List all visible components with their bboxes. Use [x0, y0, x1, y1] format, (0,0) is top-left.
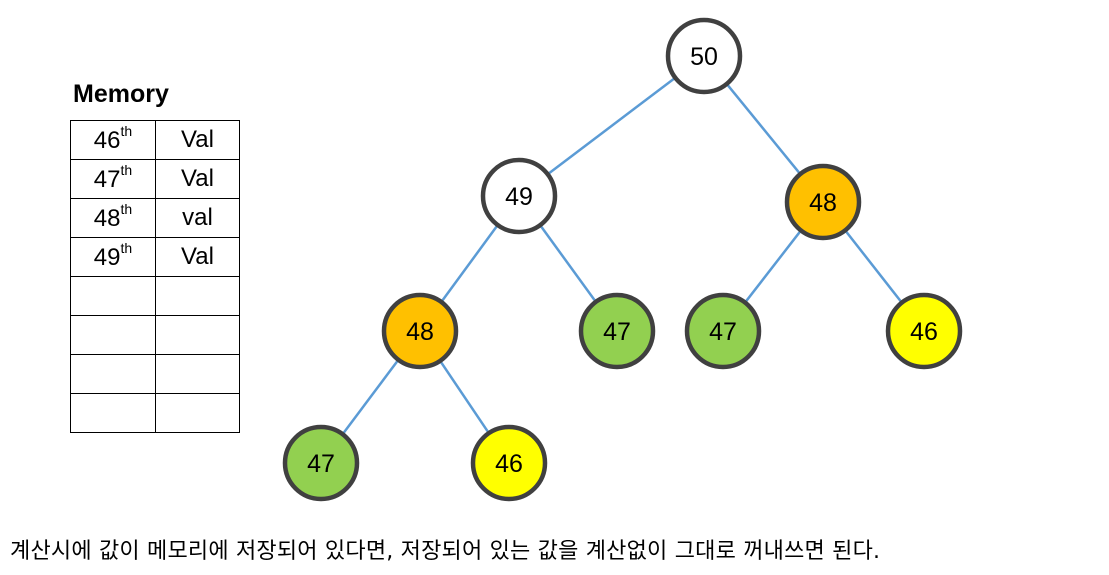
memory-index-suffix: th [120, 239, 133, 256]
memory-index-suffix: th [120, 122, 133, 139]
memory-index-cell [70, 393, 156, 433]
tree-node: 47 [684, 292, 762, 370]
memory-row [70, 393, 240, 433]
memory-index: 48 [93, 204, 121, 232]
tree-edge [539, 224, 597, 303]
tree-node: 49 [480, 157, 558, 235]
tree-node: 48 [381, 292, 459, 370]
memory-value-cell [155, 354, 240, 394]
tree-node-label: 47 [603, 318, 631, 346]
tree-node-label: 48 [406, 318, 434, 346]
memory-title: Memory [73, 80, 169, 108]
tree-edge [744, 229, 802, 304]
tree-node-label: 50 [690, 43, 718, 71]
memory-value-cell [155, 393, 240, 433]
tree-node: 50 [665, 17, 743, 95]
memory-index-cell [70, 276, 156, 316]
tree-node: 47 [282, 424, 360, 502]
tree-node-circle [578, 292, 656, 370]
memory-index: 46 [93, 126, 121, 154]
tree-node-circle [885, 292, 963, 370]
tree-node-circle [684, 292, 762, 370]
tree-edge [725, 83, 802, 175]
tree-edge [844, 229, 903, 304]
tree-node: 48 [784, 163, 862, 241]
memory-index-suffix: th [120, 161, 133, 178]
tree-node-circle [480, 157, 558, 235]
memory-row [70, 354, 240, 394]
tree-node-label: 49 [505, 183, 533, 211]
tree-edge [341, 359, 400, 435]
tree-node-label: 46 [910, 318, 938, 346]
recursion-tree: 50 49 48 48 47 47 46 47 46 [282, 17, 963, 502]
tree-node-label: 48 [809, 189, 837, 217]
tree-node-label: 47 [307, 450, 335, 478]
tree-edge [546, 76, 677, 176]
memory-index-cell: 47th [70, 159, 156, 199]
tree-node: 47 [578, 292, 656, 370]
memory-index-cell: 48th [70, 198, 156, 238]
memory-index-suffix: th [120, 200, 133, 217]
tree-node: 46 [470, 424, 548, 502]
tree-node-circle [381, 292, 459, 370]
tree-edge [440, 224, 499, 303]
memory-value-cell: Val [155, 237, 240, 277]
memory-index: 49 [93, 243, 121, 271]
tree-node-circle [665, 17, 743, 95]
memory-value-cell: val [155, 198, 240, 238]
tree-node-circle [784, 163, 862, 241]
memory-value-cell: Val [155, 159, 240, 199]
tree-node-circle [282, 424, 360, 502]
tree-node-label: 46 [495, 450, 523, 478]
memory-index-cell: 49th [70, 237, 156, 277]
tree-node-circle [470, 424, 548, 502]
tree-edge [439, 360, 490, 434]
caption: 계산시에 값이 메모리에 저장되어 있다면, 저장되어 있는 값을 계산없이 그… [10, 539, 881, 564]
memory-index-cell: 46th [70, 120, 156, 160]
memory-value-cell: Val [155, 120, 240, 160]
memory-index-cell [70, 354, 156, 394]
tree-node-label: 47 [709, 318, 737, 346]
memory-index: 47 [93, 165, 121, 193]
tree-node: 46 [885, 292, 963, 370]
